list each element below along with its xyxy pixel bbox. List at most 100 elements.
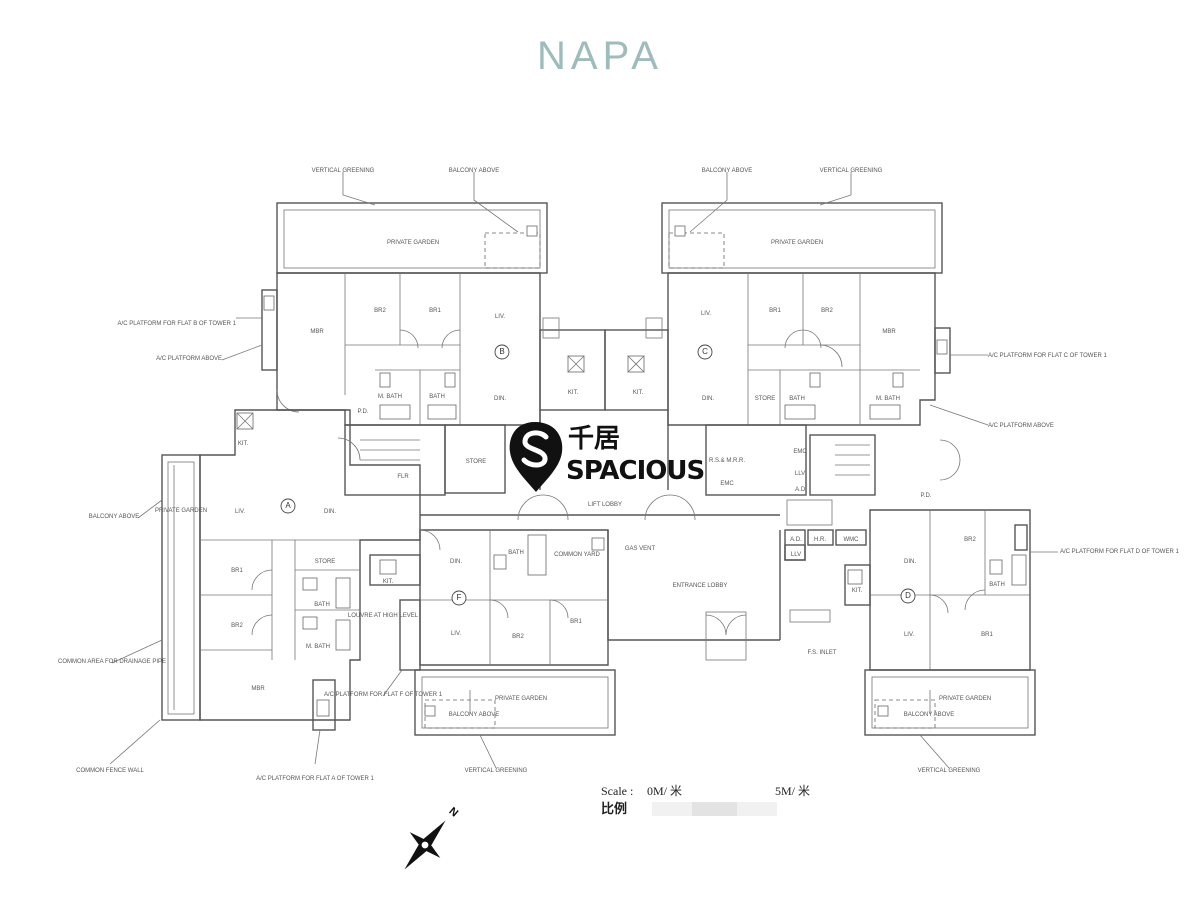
room-wmc: WMC xyxy=(844,537,860,543)
logo-zh-text: 千居 xyxy=(568,424,620,454)
room-d-br2: BR2 xyxy=(964,537,976,543)
flat-f-letter: F xyxy=(457,593,462,602)
callout-ac-f: A/C PLATFORM FOR FLAT F OF TOWER 1 xyxy=(324,692,443,698)
room-pd2: P.D. xyxy=(921,493,932,499)
core xyxy=(420,410,867,661)
callout-fence: COMMON FENCE WALL xyxy=(76,768,144,774)
room-ad2: A.D. xyxy=(790,537,802,543)
room-c-liv: LIV. xyxy=(701,311,711,317)
callout-ac-c: A/C PLATFORM FOR FLAT C OF TOWER 1 xyxy=(988,353,1107,359)
flat-a-walls xyxy=(161,409,421,731)
room-c-garden: PRIVATE GARDEN xyxy=(771,240,823,246)
room-f-liv: LIV. xyxy=(451,631,461,637)
room-ad: A.D. xyxy=(795,487,807,493)
room-c-mbath: M. BATH xyxy=(876,396,900,402)
room-c-br1: BR1 xyxy=(769,308,781,314)
room-c-store: STORE xyxy=(755,396,776,402)
room-b-pd: P.D. xyxy=(358,409,369,415)
callout-ac-d: A/C PLATFORM FOR FLAT D OF TOWER 1 xyxy=(1060,549,1179,555)
callout-vg-bottom-left: VERTICAL GREENING xyxy=(465,768,528,774)
room-d-din: DIN. xyxy=(904,559,916,565)
callout-ac-a: A/C PLATFORM FOR FLAT A OF TOWER 1 xyxy=(256,776,374,782)
room-b-br1: BR1 xyxy=(429,308,441,314)
callout-ac-b: A/C PLATFORM FOR FLAT B OF TOWER 1 xyxy=(118,321,237,327)
callout-ac-above-right: A/C PLATFORM ABOVE xyxy=(988,423,1054,429)
room-emc: EMC xyxy=(793,449,807,455)
callout-vg-top-left: VERTICAL GREENING xyxy=(312,168,375,174)
room-f-din: DIN. xyxy=(450,559,462,565)
room-f-common-yard: COMMON YARD xyxy=(554,552,600,558)
room-b-br2: BR2 xyxy=(374,308,386,314)
garden-b xyxy=(276,202,548,274)
callout-ac-above-left: A/C PLATFORM ABOVE xyxy=(156,356,222,362)
room-d-liv: LIV. xyxy=(904,632,914,638)
room-b-din: DIN. xyxy=(494,396,506,402)
room-c-bath: BATH xyxy=(789,396,805,402)
scale-end: 5M/ 米 xyxy=(775,784,810,798)
callout-balcony-top-right: BALCONY ABOVE xyxy=(702,168,753,174)
room-b-mbath: M. BATH xyxy=(378,394,402,400)
callout-balcony-left: BALCONY ABOVE xyxy=(89,514,140,520)
room-f-br2: BR2 xyxy=(512,634,524,640)
garden-f xyxy=(414,669,616,736)
room-f-bath: BATH xyxy=(508,550,524,556)
room-d-garden: PRIVATE GARDEN xyxy=(939,696,991,702)
flat-c-letter: C xyxy=(702,347,708,356)
room-d-kit: KIT. xyxy=(852,588,863,594)
room-b-mbr: MBR xyxy=(310,329,324,335)
garden-d xyxy=(864,669,1036,736)
room-b-kit: KIT. xyxy=(568,390,579,396)
room-rs-mrr: R.S.& M.R.R. xyxy=(709,458,745,464)
room-a-liv: LIV. xyxy=(235,509,245,515)
room-emc2: EMC xyxy=(720,481,734,487)
room-store-mid: STORE xyxy=(466,459,487,465)
scale-start: 0M/ 米 xyxy=(647,784,682,798)
room-b-bath: BATH xyxy=(429,394,445,400)
room-f-garden: PRIVATE GARDEN xyxy=(495,696,547,702)
callouts: VERTICAL GREENING BALCONY ABOVE BALCONY … xyxy=(58,168,1179,782)
callout-balcony-top-left: BALCONY ABOVE xyxy=(449,168,500,174)
callout-vg-top-right: VERTICAL GREENING xyxy=(820,168,883,174)
room-b-garden: PRIVATE GARDEN xyxy=(387,240,439,246)
scale-label-zh: 比例 xyxy=(601,801,627,817)
flat-d-letter: D xyxy=(905,591,911,600)
flat-f-walls xyxy=(369,529,609,671)
flat-label-f: F xyxy=(451,590,467,606)
room-louvre: LOUVRE AT HIGH LEVEL xyxy=(348,613,419,619)
room-a-mbath: M. BATH xyxy=(306,644,330,650)
flat-b-letter: B xyxy=(499,347,504,356)
room-c-din: DIN. xyxy=(702,396,714,402)
room-entrance-lobby: ENTRANCE LOBBY xyxy=(673,583,728,589)
room-f-br1: BR1 xyxy=(570,619,582,625)
room-llv2: LLV xyxy=(791,552,801,558)
room-lift-lobby: LIFT LOBBY xyxy=(588,502,622,508)
room-labels: PRIVATE GARDEN BR2 BR1 MBR LIV. DIN. M. … xyxy=(155,240,1005,702)
flat-label-a: A xyxy=(280,498,296,514)
garden-c xyxy=(661,202,943,274)
callout-balcony-d: BALCONY ABOVE xyxy=(904,712,955,718)
room-c-br2: BR2 xyxy=(821,308,833,314)
room-hr: H.R. xyxy=(814,537,826,543)
north-label: N xyxy=(447,805,461,819)
scale-label-en: Scale : xyxy=(601,784,633,798)
room-d-br1: BR1 xyxy=(981,632,993,638)
spacious-logo: 千居 SPACIOUS xyxy=(509,422,705,492)
room-b-liv: LIV. xyxy=(495,314,505,320)
page-title: NAPA xyxy=(537,34,663,78)
room-fs-inlet: F.S. INLET xyxy=(807,650,836,656)
room-a-store: STORE xyxy=(315,559,336,565)
room-c-mbr: MBR xyxy=(882,329,896,335)
room-f-gas-vent: GAS VENT xyxy=(625,546,656,552)
room-d-bath: BATH xyxy=(989,582,1005,588)
room-a-mbr: MBR xyxy=(251,686,265,692)
room-a-garden: PRIVATE GARDEN xyxy=(155,508,207,514)
scale-bar: Scale : 0M/ 米 5M/ 米 比例 xyxy=(601,784,810,817)
flat-label-d: D xyxy=(900,588,916,604)
flat-d-walls xyxy=(789,509,1031,671)
callout-vg-bottom-right: VERTICAL GREENING xyxy=(918,768,981,774)
room-a-br2: BR2 xyxy=(231,623,243,629)
room-a-bath: BATH xyxy=(314,602,330,608)
flat-a-letter: A xyxy=(285,501,291,510)
flat-label-b: B xyxy=(494,344,510,360)
